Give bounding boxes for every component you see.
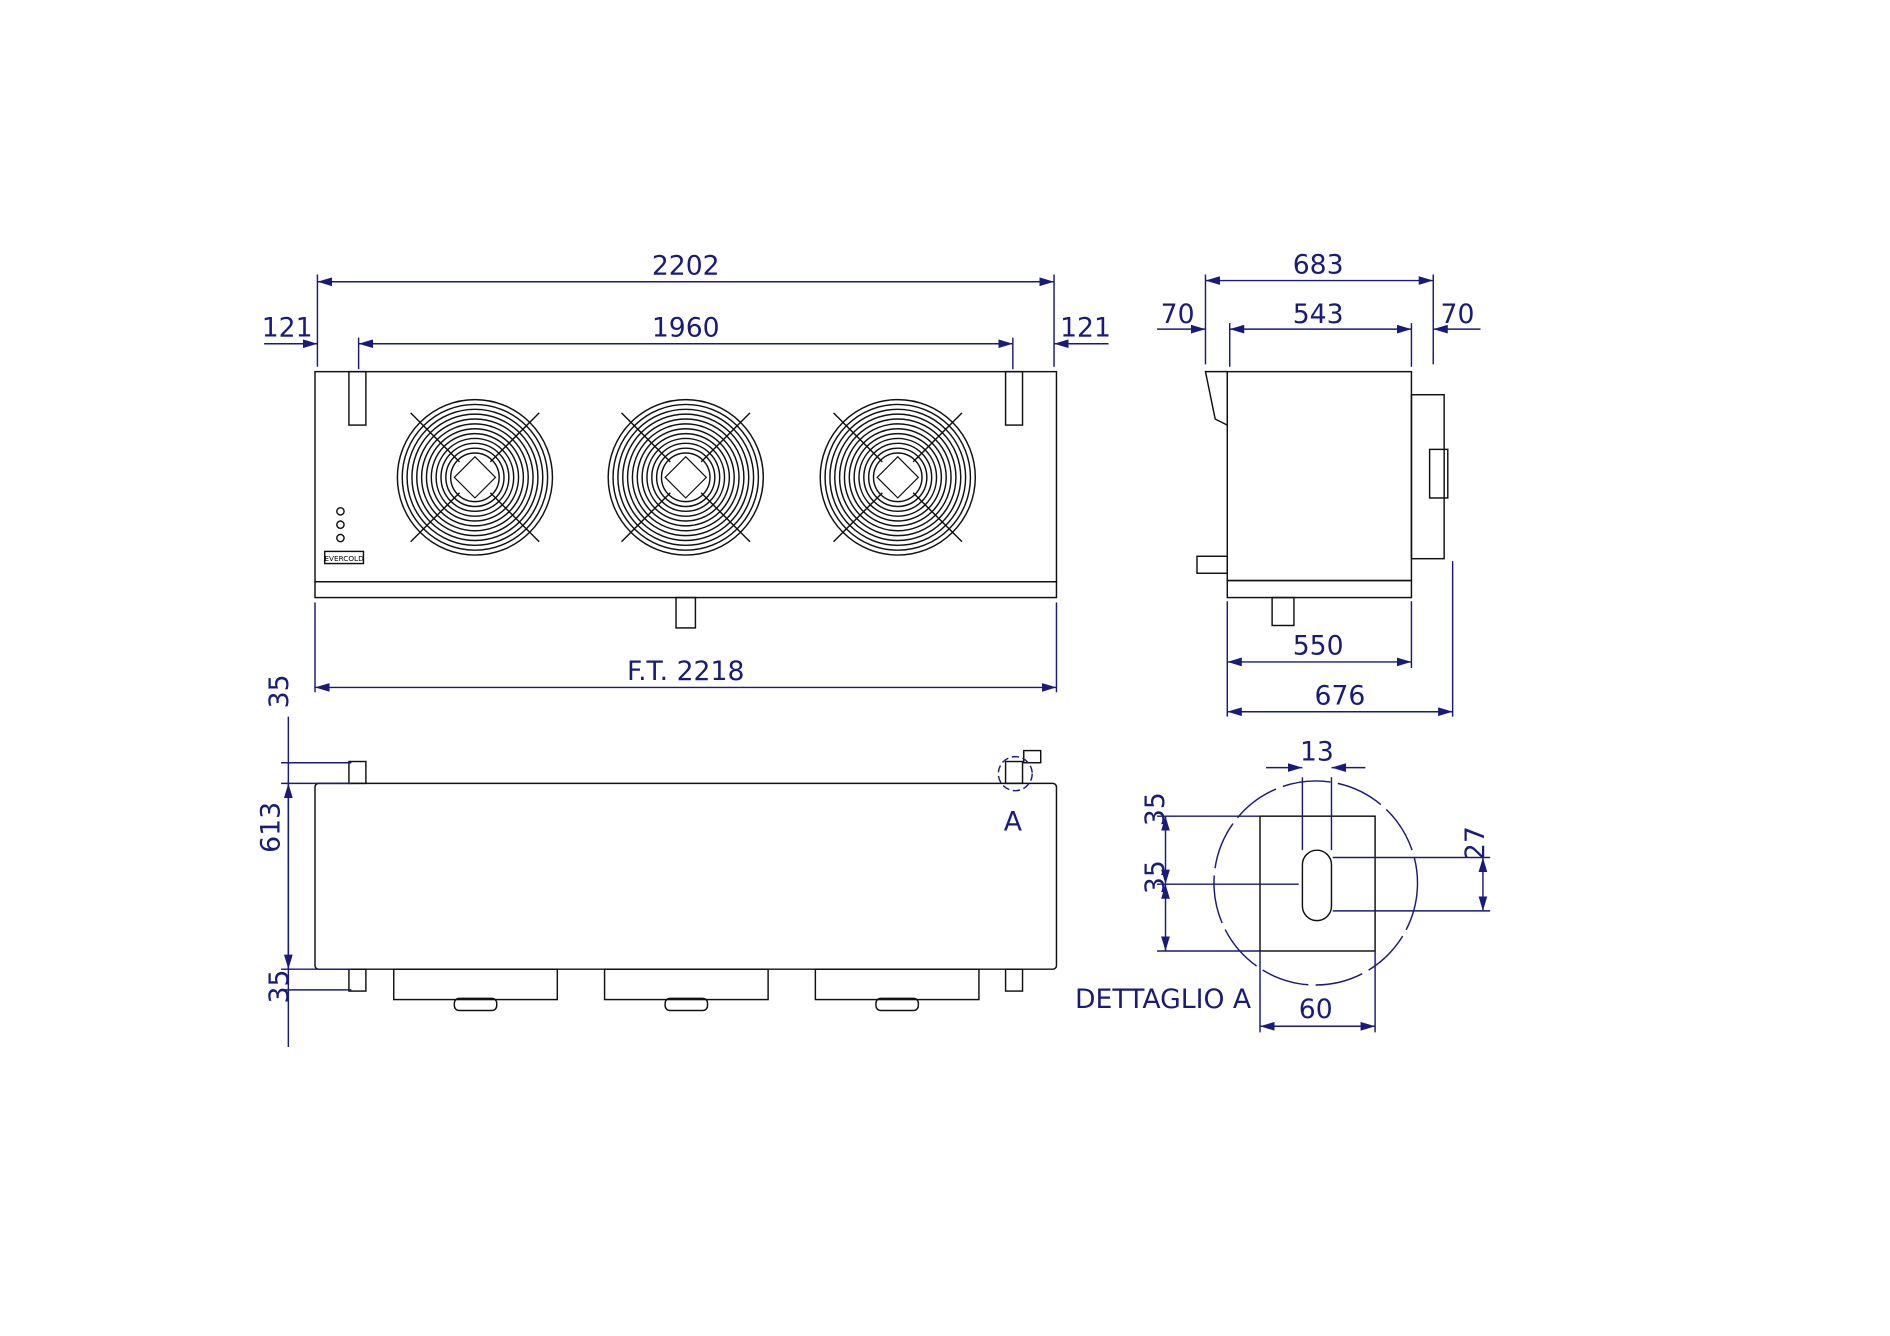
dimension-lines-bottom xyxy=(281,716,352,1047)
side-fan-motor xyxy=(1428,448,1449,499)
dim-plate-width: 60 xyxy=(1299,994,1333,1025)
dim-inner-depth: 543 xyxy=(1293,299,1344,330)
fan-housings-bottom xyxy=(393,968,980,1012)
mount-feet xyxy=(348,749,1042,992)
drain-pipe xyxy=(675,596,697,629)
side-view: 683 543 70 70 550 676 xyxy=(1157,249,1481,717)
side-flare xyxy=(1204,370,1229,427)
detail-slot xyxy=(1301,849,1333,922)
detail-title: DETTAGLIO A xyxy=(1075,984,1252,1015)
connection-pipe xyxy=(1196,555,1229,574)
brand-logo-plate xyxy=(323,550,365,565)
unit-body-bottom xyxy=(314,782,1058,970)
dim-slot-length: 27 xyxy=(1460,826,1491,860)
dim-side-right-offset: 70 xyxy=(1441,299,1475,330)
dim-total-length: F.T. 2218 xyxy=(627,656,744,687)
detail-marker-label: A xyxy=(1004,807,1023,838)
dim-slot-width: 13 xyxy=(1300,736,1334,767)
dim-left-offset: 121 xyxy=(262,312,313,343)
dim-fan-pitch: 1960 xyxy=(652,312,720,343)
dim-overall-depth: 683 xyxy=(1293,249,1344,280)
dim-overall-width: 2202 xyxy=(652,250,720,281)
fan-guard-3 xyxy=(819,398,977,556)
mount-bracket-right xyxy=(1004,370,1024,426)
dimension-lines-front xyxy=(264,274,1109,693)
side-drain xyxy=(1271,596,1295,627)
brand-logo: EVERCOLD xyxy=(324,554,364,563)
dim-upper-offset: 35 xyxy=(1140,792,1171,826)
unit-body-side xyxy=(1226,370,1413,582)
dim-side-left-offset: 70 xyxy=(1161,299,1195,330)
dim-top-offset: 35 xyxy=(264,674,295,708)
dim-lower-offset: 35 xyxy=(1140,860,1171,894)
dimension-lines-side xyxy=(1157,274,1481,717)
front-view: EVERCOLD 2202 1960 121 121 F.T. 2218 xyxy=(262,250,1111,693)
dim-bottom-offset: 35 xyxy=(264,969,295,1003)
bottom-view: A 35 613 35 xyxy=(256,674,1058,1047)
control-lights xyxy=(336,506,345,543)
dimension-lines-detail xyxy=(1157,763,1491,1033)
fan-guard-1 xyxy=(396,398,554,556)
fan-guard-2 xyxy=(607,398,764,556)
detail-circle xyxy=(1213,780,1419,986)
side-fan-guard xyxy=(1410,393,1445,560)
dim-right-offset: 121 xyxy=(1060,312,1111,343)
detail-a: 13 35 35 27 60 DETTAGLIO A xyxy=(1075,736,1491,1033)
dim-body-depth: 613 xyxy=(256,802,287,853)
dim-total-depth: 676 xyxy=(1315,680,1366,711)
detail-a-marker xyxy=(997,755,1033,792)
mount-bracket-left xyxy=(348,370,367,426)
drip-tray xyxy=(314,581,1058,599)
side-tray xyxy=(1226,579,1413,599)
dim-base-depth: 550 xyxy=(1293,631,1344,662)
